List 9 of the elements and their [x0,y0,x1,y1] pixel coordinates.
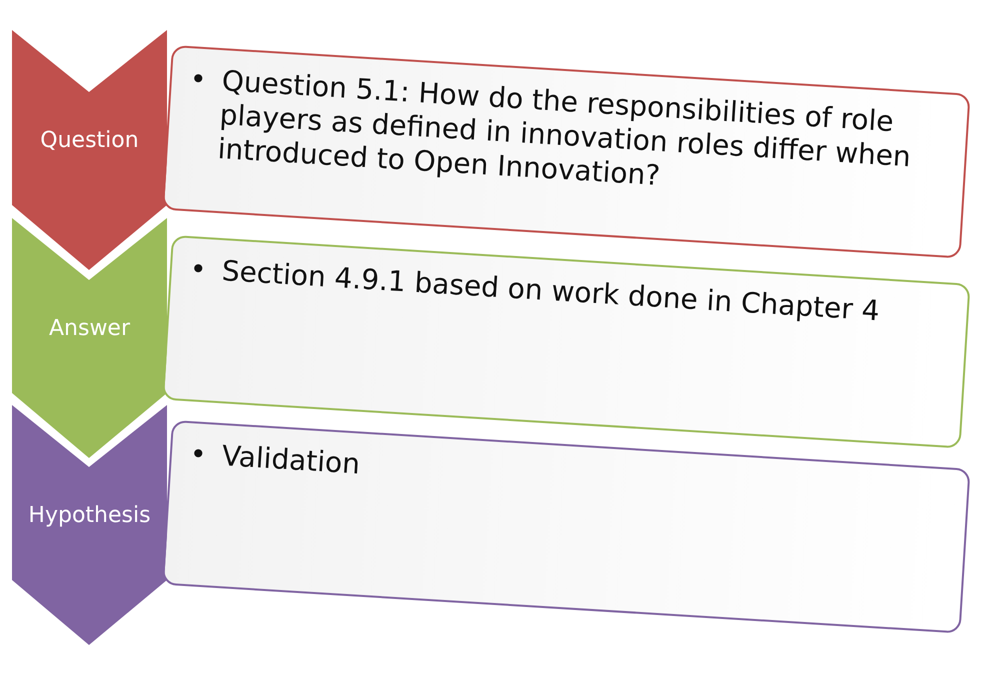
bullet-text: Validation [220,439,361,482]
bullet-text: Question 5.1: How do the responsibilities of role players as defined in innovation roles differ when introduced to Open Innovation? [216,64,913,194]
bullet-mark: • [188,62,208,98]
bullet-mark: • [188,437,208,474]
bullet-text: Section 4.9.1 based on work done in Chapter 4 [220,254,880,328]
step-label: Question [39,128,140,153]
bullet-mark: • [188,252,208,288]
step-label: Answer [48,316,132,341]
step-label: Hypothesis [27,503,152,528]
